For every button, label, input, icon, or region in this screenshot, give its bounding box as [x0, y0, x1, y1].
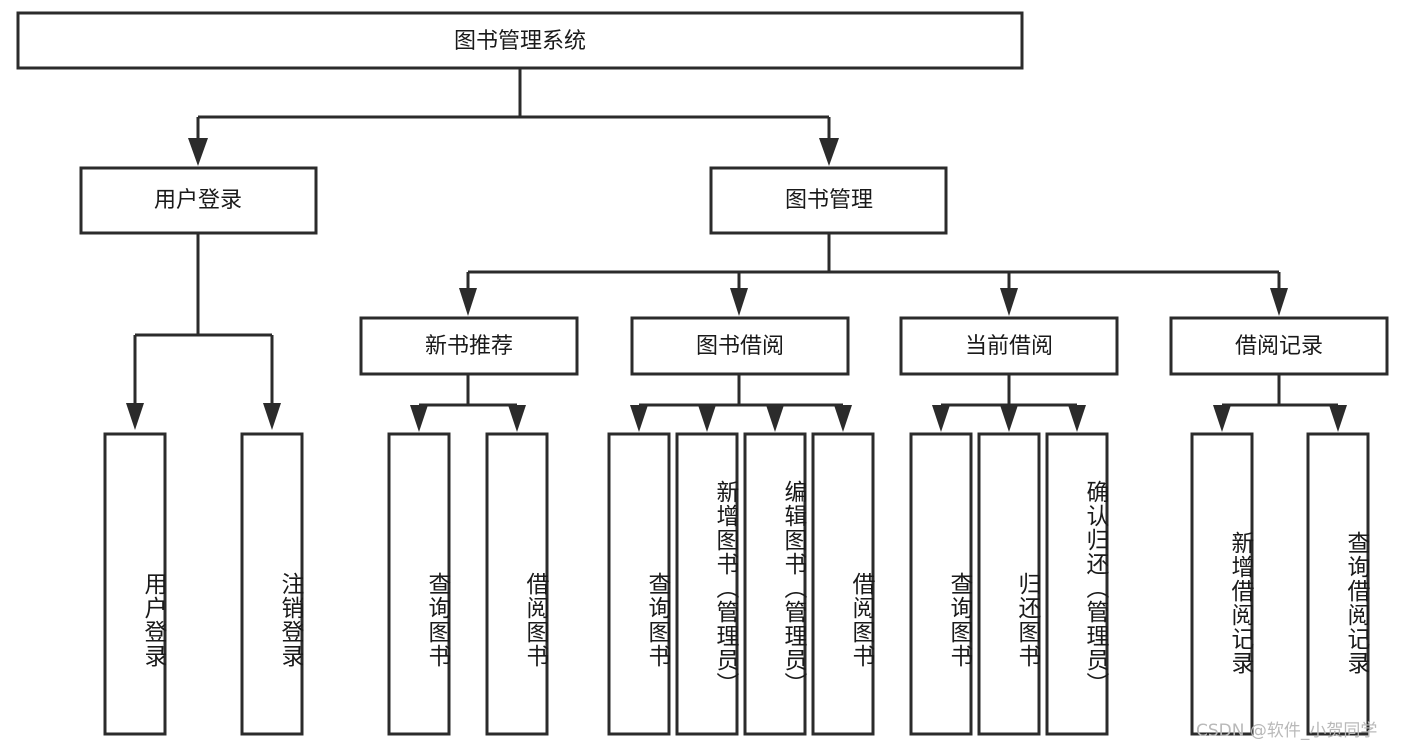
node-book-manage-box[interactable]	[709, 166, 948, 235]
connector-group-root	[188, 68, 839, 166]
arrow-leaf-return-book	[1000, 405, 1018, 432]
connector-group-book-manage	[459, 233, 1288, 316]
arrow-leaf-query-book-1	[410, 405, 428, 432]
connector-group-borrow-record	[1213, 374, 1347, 432]
connector-group-new-book-recommend	[410, 374, 526, 432]
leaf-add-book-box[interactable]	[675, 432, 739, 736]
leaf-box-group	[103, 432, 1370, 736]
node-root[interactable]: 图书管理系统	[16, 11, 1024, 70]
arrow-leaf-confirm-return	[1068, 405, 1086, 432]
node-user-login-box[interactable]	[79, 166, 318, 235]
connector-group-current-borrow	[932, 374, 1086, 432]
node-root-label: 图书管理系统	[454, 29, 586, 54]
arrow-leaf-borrow-book-1	[508, 405, 526, 432]
node-book-manage[interactable]: 图书管理	[709, 166, 948, 235]
leaf-user-login-box[interactable]	[103, 432, 167, 736]
arrow-leaf-borrow-book-2	[834, 405, 852, 432]
node-book-borrow[interactable]: 图书借阅	[630, 316, 850, 376]
arrow-leaf-query-record	[1329, 405, 1347, 432]
arrow-leaf-edit-book	[766, 405, 784, 432]
node-borrow-record-label: 借阅记录	[1235, 334, 1323, 359]
node-book-manage-label: 图书管理	[785, 188, 873, 213]
leaf-query-book-3-box[interactable]	[909, 432, 973, 736]
node-current-borrow-box[interactable]	[899, 316, 1119, 376]
connector-group-book-borrow	[630, 374, 852, 432]
node-user-login[interactable]: 用户登录	[79, 166, 318, 235]
leaf-query-record-box[interactable]	[1306, 432, 1370, 736]
node-current-borrow-label: 当前借阅	[965, 334, 1053, 359]
node-borrow-record-box[interactable]	[1169, 316, 1389, 376]
arrow-to-borrow-record	[1270, 288, 1288, 316]
arrow-to-current-borrow	[1000, 288, 1018, 316]
leaf-borrow-book-1-box[interactable]	[485, 432, 549, 736]
node-root-box[interactable]	[16, 11, 1024, 70]
arrow-to-book-borrow	[730, 288, 748, 316]
node-book-borrow-label: 图书借阅	[696, 334, 784, 359]
node-book-borrow-box[interactable]	[630, 316, 850, 376]
node-new-book-recommend-label: 新书推荐	[425, 334, 513, 359]
leaf-borrow-book-2-box[interactable]	[811, 432, 875, 736]
leaf-edit-book-box[interactable]	[743, 432, 807, 736]
leaf-add-record-box[interactable]	[1190, 432, 1254, 736]
connector-group-user-login	[126, 233, 281, 430]
arrow-to-book-manage	[819, 138, 839, 166]
arrow-leaf-user-logout	[263, 403, 281, 430]
leaf-return-book-box[interactable]	[977, 432, 1041, 736]
leaf-user-logout-box[interactable]	[240, 432, 304, 736]
node-current-borrow[interactable]: 当前借阅	[899, 316, 1119, 376]
node-new-book-recommend-box[interactable]	[359, 316, 579, 376]
node-user-login-label: 用户登录	[154, 188, 242, 213]
arrow-leaf-query-book-3	[932, 405, 950, 432]
leaf-confirm-return-box[interactable]	[1045, 432, 1109, 736]
leaf-query-book-2-box[interactable]	[607, 432, 671, 736]
arrow-leaf-query-book-2	[630, 405, 648, 432]
arrow-leaf-user-login	[126, 403, 144, 430]
arrow-to-user-login	[188, 138, 208, 166]
leaf-query-book-1-box[interactable]	[387, 432, 451, 736]
arrow-to-new-book-recommend	[459, 288, 477, 316]
csdn-watermark: CSDN @软件_小贺同学	[1196, 721, 1378, 741]
node-new-book-recommend[interactable]: 新书推荐	[359, 316, 579, 376]
arrow-leaf-add-book	[698, 405, 716, 432]
node-borrow-record[interactable]: 借阅记录	[1169, 316, 1389, 376]
arrow-leaf-add-record	[1213, 405, 1231, 432]
